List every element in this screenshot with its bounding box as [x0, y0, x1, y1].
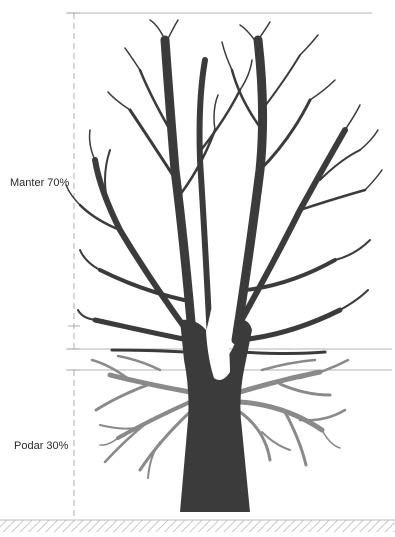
ground-hatch — [0, 520, 395, 532]
keep-label: Manter 70% — [10, 177, 69, 189]
prune-label: Podar 30% — [14, 440, 68, 452]
